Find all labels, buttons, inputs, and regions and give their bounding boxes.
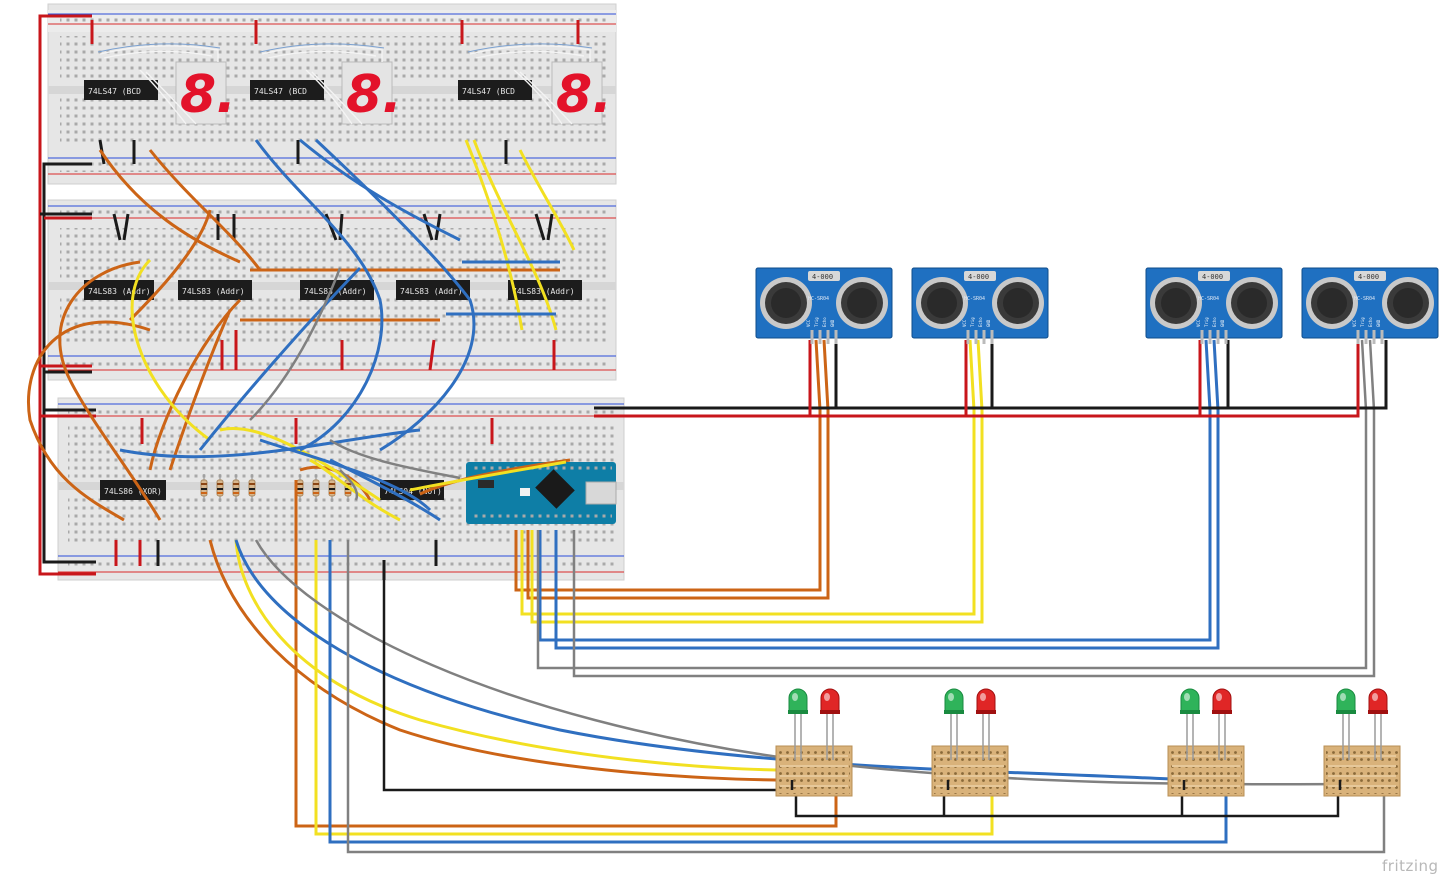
display-wires <box>99 45 591 125</box>
sensor-pin-label: GND <box>1220 319 1225 327</box>
sensor-pin-label: Echo <box>1212 317 1217 327</box>
bcd-chip-label: 74LS47 (BCD <box>254 87 307 96</box>
resistor <box>200 474 208 502</box>
wires-yellow <box>130 139 994 836</box>
segment-digit: 8. <box>180 65 236 125</box>
breadboard-top <box>47 3 617 185</box>
sensor-brand: 4-000 <box>1202 273 1223 281</box>
sensor-brand: 4-000 <box>1358 273 1379 281</box>
resistor <box>216 474 224 502</box>
mcu-chip <box>535 469 575 509</box>
usb-port <box>585 481 617 505</box>
seven-segment-display: 8. <box>551 61 612 125</box>
led-module <box>1167 688 1245 797</box>
sensor-pin-label: VCC <box>962 319 967 327</box>
power-wires-left <box>38 14 96 576</box>
xor-chip-label: 74LS86 (XOR) <box>104 487 162 496</box>
fritzing-credit: fritzing <box>1382 857 1439 875</box>
sensor-model: HC-SR04 <box>964 296 985 302</box>
sensor-pin-label: GND <box>986 319 991 327</box>
sensor-brand: 4-000 <box>968 273 989 281</box>
sensor-pin-label: Trig <box>1360 317 1365 327</box>
led-modules <box>775 688 1401 797</box>
adder-chip-label: 74LS83 (Addr) <box>182 287 245 296</box>
display-wires-shadow <box>97 43 593 53</box>
seven-segment-displays: 8. 8. 8. <box>175 61 612 125</box>
led-module <box>775 688 853 797</box>
resistor <box>312 474 320 502</box>
bcd-decoders: 74LS47 (BCD 74LS47 (BCD 74LS47 (BCD <box>84 80 532 100</box>
resistor <box>328 474 336 502</box>
short-jumpers <box>90 20 580 580</box>
sensor-pin-label: Trig <box>814 317 819 327</box>
sensor-pin-label: Echo <box>978 317 983 327</box>
adder-chip-label: 74LS83 (Addr) <box>304 287 367 296</box>
led-module <box>931 688 1009 797</box>
sensor-model: HC-SR04 <box>1198 296 1219 302</box>
sensor-model: HC-SR04 <box>808 296 829 302</box>
bcd-chip-label: 74LS47 (BCD <box>462 87 515 96</box>
sensor-pin-label: Echo <box>822 317 827 327</box>
sensor-pin-label: Trig <box>970 317 975 327</box>
sensor-pin-label: VCC <box>1352 319 1357 327</box>
segment-digit: 8. <box>556 65 612 125</box>
adder-chip-label: 74LS83 (Addr) <box>400 287 463 296</box>
led-module <box>1323 688 1401 797</box>
sensor-pin-label: VCC <box>1196 319 1201 327</box>
segment-digit: 8. <box>346 65 402 125</box>
sensor-pin-label: GND <box>1376 319 1381 327</box>
adder-chip-label: 74LS83 (Addr) <box>88 287 151 296</box>
resistors <box>200 474 352 502</box>
not-chip-label: 74LS04 (NOT) <box>384 487 442 496</box>
sensor-power-wires <box>594 340 1388 418</box>
sensor-pin-label: GND <box>830 319 835 327</box>
sensor-pin-label: VCC <box>806 319 811 327</box>
sensor-pin-label: Trig <box>1204 317 1209 327</box>
sensor-pin-label: Echo <box>1368 317 1373 327</box>
wires-blue <box>119 138 1228 844</box>
sensor-brand: 4-000 <box>812 273 833 281</box>
sensor-model: HC-SR04 <box>1354 296 1375 302</box>
bcd-chip-label: 74LS47 (BCD <box>88 87 141 96</box>
resistor <box>296 474 304 502</box>
resistor <box>248 474 256 502</box>
arduino-nano <box>466 462 617 524</box>
resistor <box>232 474 240 502</box>
seven-segment-display: 8. <box>175 61 236 125</box>
seven-segment-display: 8. <box>341 61 402 125</box>
